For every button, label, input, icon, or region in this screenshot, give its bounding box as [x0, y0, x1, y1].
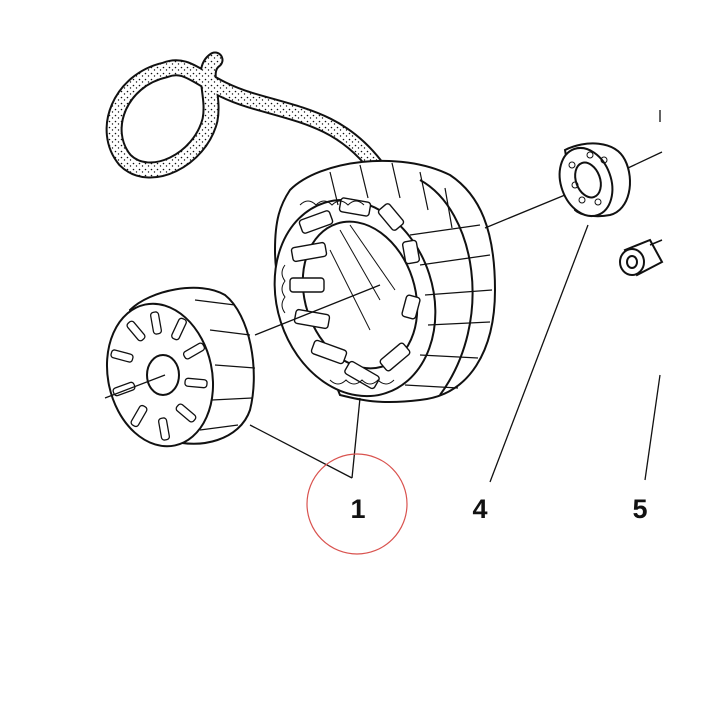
rotor: [105, 286, 256, 448]
stator-ring: [273, 159, 497, 404]
callout-4: 4: [472, 494, 487, 524]
highlight-circle: [306, 453, 408, 555]
cable: [105, 51, 384, 179]
screw: [619, 238, 664, 277]
callout-5: 5: [632, 494, 647, 524]
callout-1: 1: [350, 494, 365, 524]
axis-lines: [104, 110, 663, 399]
leader-lines: [249, 224, 661, 483]
bearing: [558, 142, 631, 218]
